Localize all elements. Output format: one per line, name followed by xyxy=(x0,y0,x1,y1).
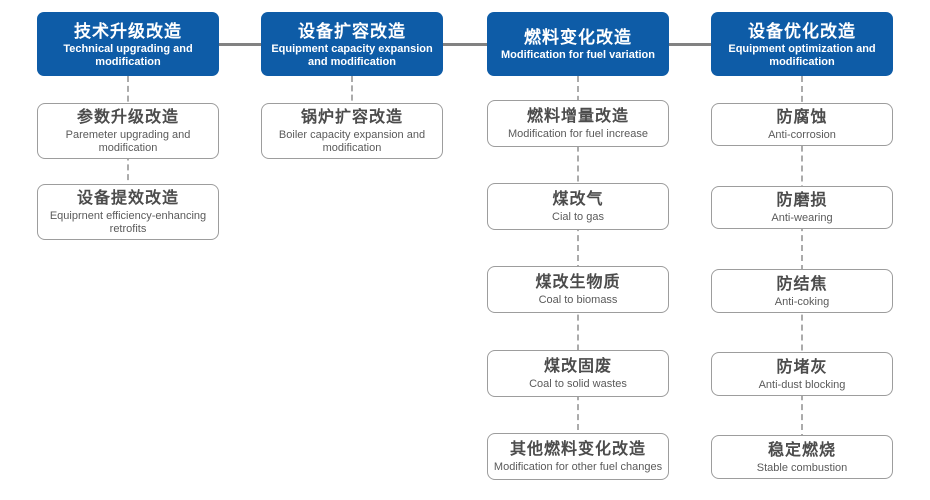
sub-item-subtitle-en: Anti-coking xyxy=(774,295,830,308)
category-header-title-zh: 燃料变化改造 xyxy=(524,28,632,47)
sub-item-box: 锅炉扩容改造 Boiler capacity expansion and modi… xyxy=(261,103,443,159)
category-header-title-zh: 设备优化改造 xyxy=(748,21,856,41)
category-header-subtitle-en: Equipment optimization and modification xyxy=(728,42,876,68)
sub-item-title-zh: 煤改生物质 xyxy=(535,274,621,291)
sub-item-box: 稳定燃烧 Stable combustion xyxy=(711,435,893,479)
sub-item-subtitle-en: Paremeter upgrading and modification xyxy=(65,129,191,154)
sub-item-box: 防腐蚀 Anti-corrosion xyxy=(711,103,893,146)
sub-item-box: 防堵灰 Anti-dust blocking xyxy=(711,352,893,396)
sub-item-box: 煤改生物质 Coal to biomass xyxy=(487,266,669,313)
sub-item-box: 其他燃料变化改造 Modification for other fuel chan… xyxy=(487,433,669,480)
vertical-dashed-connector xyxy=(351,76,353,110)
header-connector-line xyxy=(128,43,802,46)
sub-item-box: 设备提效改造 Equiprnent efficiency-enhancing re… xyxy=(37,184,219,240)
sub-item-subtitle-en: Modification for fuel increase xyxy=(507,128,648,140)
sub-item-title-zh: 防堵灰 xyxy=(776,358,828,376)
sub-item-box: 燃料增量改造 Modification for fuel increase xyxy=(487,100,669,147)
sub-item-title-zh: 稳定燃烧 xyxy=(767,441,836,459)
sub-item-box: 参数升级改造 Paremeter upgrading and modificati… xyxy=(37,103,219,159)
sub-item-title-zh: 其他燃料变化改造 xyxy=(509,441,646,458)
vertical-dashed-connector xyxy=(801,76,803,440)
sub-item-subtitle-en: Coal to solid wastes xyxy=(529,378,627,390)
sub-item-subtitle-en: Anti-dust blocking xyxy=(758,378,846,391)
sub-item-title-zh: 参数升级改造 xyxy=(76,109,179,126)
category-header-title-zh: 设备扩容改造 xyxy=(298,21,406,41)
sub-item-box: 防结焦 Anti-coking xyxy=(711,269,893,313)
sub-item-subtitle-en: Boiler capacity expansion and modificati… xyxy=(278,129,426,154)
sub-item-title-zh: 设备提效改造 xyxy=(76,190,179,207)
sub-item-title-zh: 煤改气 xyxy=(552,191,604,208)
category-header-subtitle-en: Technical upgrading and modification xyxy=(63,42,193,68)
sub-item-subtitle-en: Modification for other fuel changes xyxy=(493,461,663,473)
sub-item-title-zh: 燃料增量改造 xyxy=(526,108,629,125)
category-header: 燃料变化改造 Modification for fuel variation xyxy=(487,12,669,76)
sub-item-title-zh: 防腐蚀 xyxy=(776,109,828,126)
sub-item-box: 防磨损 Anti-wearing xyxy=(711,186,893,229)
sub-item-subtitle-en: Anti-corrosion xyxy=(768,129,836,141)
sub-item-subtitle-en: Stable combustion xyxy=(756,461,848,474)
sub-item-subtitle-en: Cial to gas xyxy=(552,211,604,223)
category-column: 燃料变化改造 Modification for fuel variation 燃料增… xyxy=(487,0,669,500)
sub-item-title-zh: 防磨损 xyxy=(776,192,828,209)
sub-item-title-zh: 锅炉扩容改造 xyxy=(300,109,403,126)
sub-item-subtitle-en: Anti-wearing xyxy=(771,212,833,224)
sub-item-subtitle-en: Equiprnent efficiency-enhancing retrofit… xyxy=(49,210,207,235)
sub-item-title-zh: 防结焦 xyxy=(776,275,828,293)
vertical-dashed-connector xyxy=(577,76,579,440)
sub-item-box: 煤改固废 Coal to solid wastes xyxy=(487,350,669,397)
category-header-subtitle-en: Modification for fuel variation xyxy=(500,49,655,61)
sub-item-box: 煤改气 Cial to gas xyxy=(487,183,669,230)
sub-item-title-zh: 煤改固废 xyxy=(543,358,612,375)
sub-item-subtitle-en: Coal to biomass xyxy=(538,294,618,306)
category-header-subtitle-en: Equipment capacity expansion and modific… xyxy=(271,42,433,68)
category-header-title-zh: 技术升级改造 xyxy=(74,21,182,41)
